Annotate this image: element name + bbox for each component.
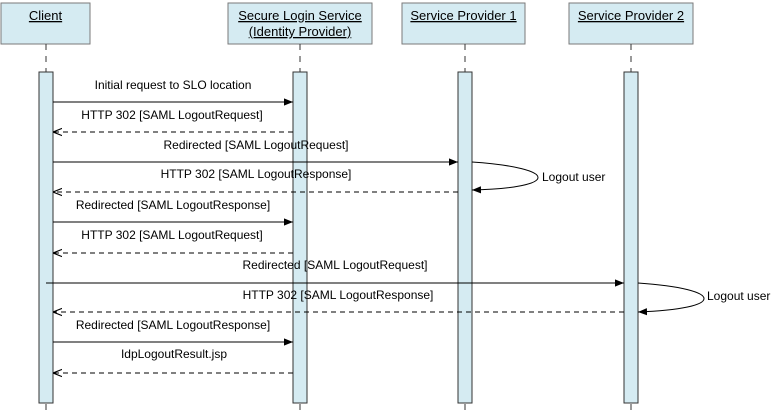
message-label: Redirected [SAML LogoutRequest]: [164, 138, 349, 152]
actor-client-label: Client: [29, 8, 63, 23]
message-label: Initial request to SLO location: [95, 78, 252, 92]
self-call-sp1: Logout user: [471, 161, 605, 194]
actor-idp: Secure Login Service (Identity Provider): [227, 2, 373, 45]
message-4: HTTP 302 [SAML LogoutResponse]: [53, 167, 458, 192]
message-2: HTTP 302 [SAML LogoutRequest]: [53, 108, 293, 132]
actor-sp2-label: Service Provider 2: [578, 8, 684, 23]
message-label: Redirected [SAML LogoutResponse]: [76, 198, 270, 212]
actor-client: Client: [0, 2, 91, 45]
message-1: Initial request to SLO location: [53, 78, 293, 106]
message-10: IdpLogoutResult.jsp: [53, 347, 293, 373]
message-5: Redirected [SAML LogoutResponse]: [53, 198, 293, 226]
actor-sp1-label: Service Provider 1: [410, 8, 516, 23]
message-label: HTTP 302 [SAML LogoutResponse]: [243, 288, 434, 302]
message-8: HTTP 302 [SAML LogoutResponse]: [53, 288, 624, 312]
actor-sp2: Service Provider 2: [568, 2, 694, 45]
message-7: Redirected [SAML LogoutRequest]: [46, 258, 624, 287]
message-6: HTTP 302 [SAML LogoutRequest]: [53, 228, 293, 253]
message-label: Redirected [SAML LogoutResponse]: [76, 318, 270, 332]
self-call-label: Logout user: [542, 170, 605, 184]
self-call-sp2: Logout user: [637, 282, 770, 316]
message-label: HTTP 302 [SAML LogoutRequest]: [81, 228, 262, 242]
activation-client: [38, 71, 54, 404]
message-label: HTTP 302 [SAML LogoutResponse]: [161, 167, 352, 181]
self-call-label: Logout user: [707, 289, 770, 303]
actor-idp-label-line2: (Identity Provider): [249, 24, 352, 39]
message-9: Redirected [SAML LogoutResponse]: [53, 318, 293, 346]
activation-sp1: [457, 71, 473, 404]
message-label: HTTP 302 [SAML LogoutRequest]: [81, 108, 262, 122]
message-3: Redirected [SAML LogoutRequest]: [53, 138, 458, 166]
message-label: IdpLogoutResult.jsp: [121, 347, 227, 361]
activation-idp: [292, 71, 308, 404]
actor-sp1: Service Provider 1: [401, 2, 526, 45]
activation-sp2: [623, 71, 639, 404]
actor-idp-label-line1: Secure Login Service: [238, 8, 362, 23]
message-label: Redirected [SAML LogoutRequest]: [243, 258, 428, 272]
